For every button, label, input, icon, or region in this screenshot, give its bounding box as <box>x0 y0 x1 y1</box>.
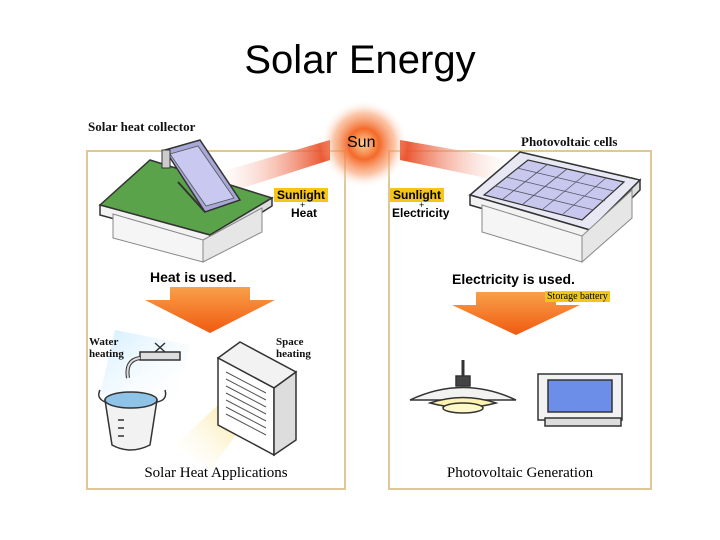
house-left-icon <box>98 159 274 263</box>
left-plus-label: + <box>300 200 306 210</box>
right-plus-label: + <box>419 200 425 210</box>
photovoltaic-cells-label: Photovoltaic cells <box>521 134 618 149</box>
space-heating-line-2: heating <box>276 348 311 360</box>
heat-label: Heat <box>291 206 318 220</box>
water-faucet-icon <box>125 342 181 379</box>
space-heating-label: Space heating <box>276 336 311 360</box>
electricity-down-arrow <box>452 292 580 335</box>
electricity-used-label: Electricity is used. <box>452 271 575 287</box>
solar-heat-footer: Solar Heat Applications <box>144 465 288 481</box>
storage-battery-label: Storage battery <box>545 291 610 302</box>
electricity-label: Electricity <box>392 206 450 220</box>
left-sunlight-label: Sunlight <box>274 188 328 202</box>
sun-icon <box>320 100 408 188</box>
ceiling-lamp-icon <box>409 360 517 414</box>
water-heating-label: Water heating <box>89 336 124 360</box>
page-title: Solar Energy <box>244 38 476 82</box>
photovoltaic-footer: Photovoltaic Generation <box>446 465 594 481</box>
space-heater-icon <box>216 341 298 457</box>
space-heating-line-1: Space <box>276 336 304 348</box>
sun-label: Sun <box>347 134 376 151</box>
television-icon <box>537 373 623 427</box>
water-heating-line-2: heating <box>89 348 124 360</box>
solar-heat-collector-label: Solar heat collector <box>88 119 196 134</box>
photovoltaic-cells-icon <box>482 159 626 221</box>
house-right-icon <box>468 151 642 264</box>
water-heating-line-1: Water <box>89 336 119 348</box>
solar-heat-collector-icon <box>161 139 242 213</box>
heat-used-label: Heat is used. <box>150 269 237 285</box>
sun-beam-right <box>400 140 520 185</box>
right-sunlight-label: Sunlight <box>390 188 444 202</box>
water-pot-icon <box>98 389 167 451</box>
heat-down-arrow <box>145 287 275 333</box>
sun-beam-left <box>205 140 330 200</box>
